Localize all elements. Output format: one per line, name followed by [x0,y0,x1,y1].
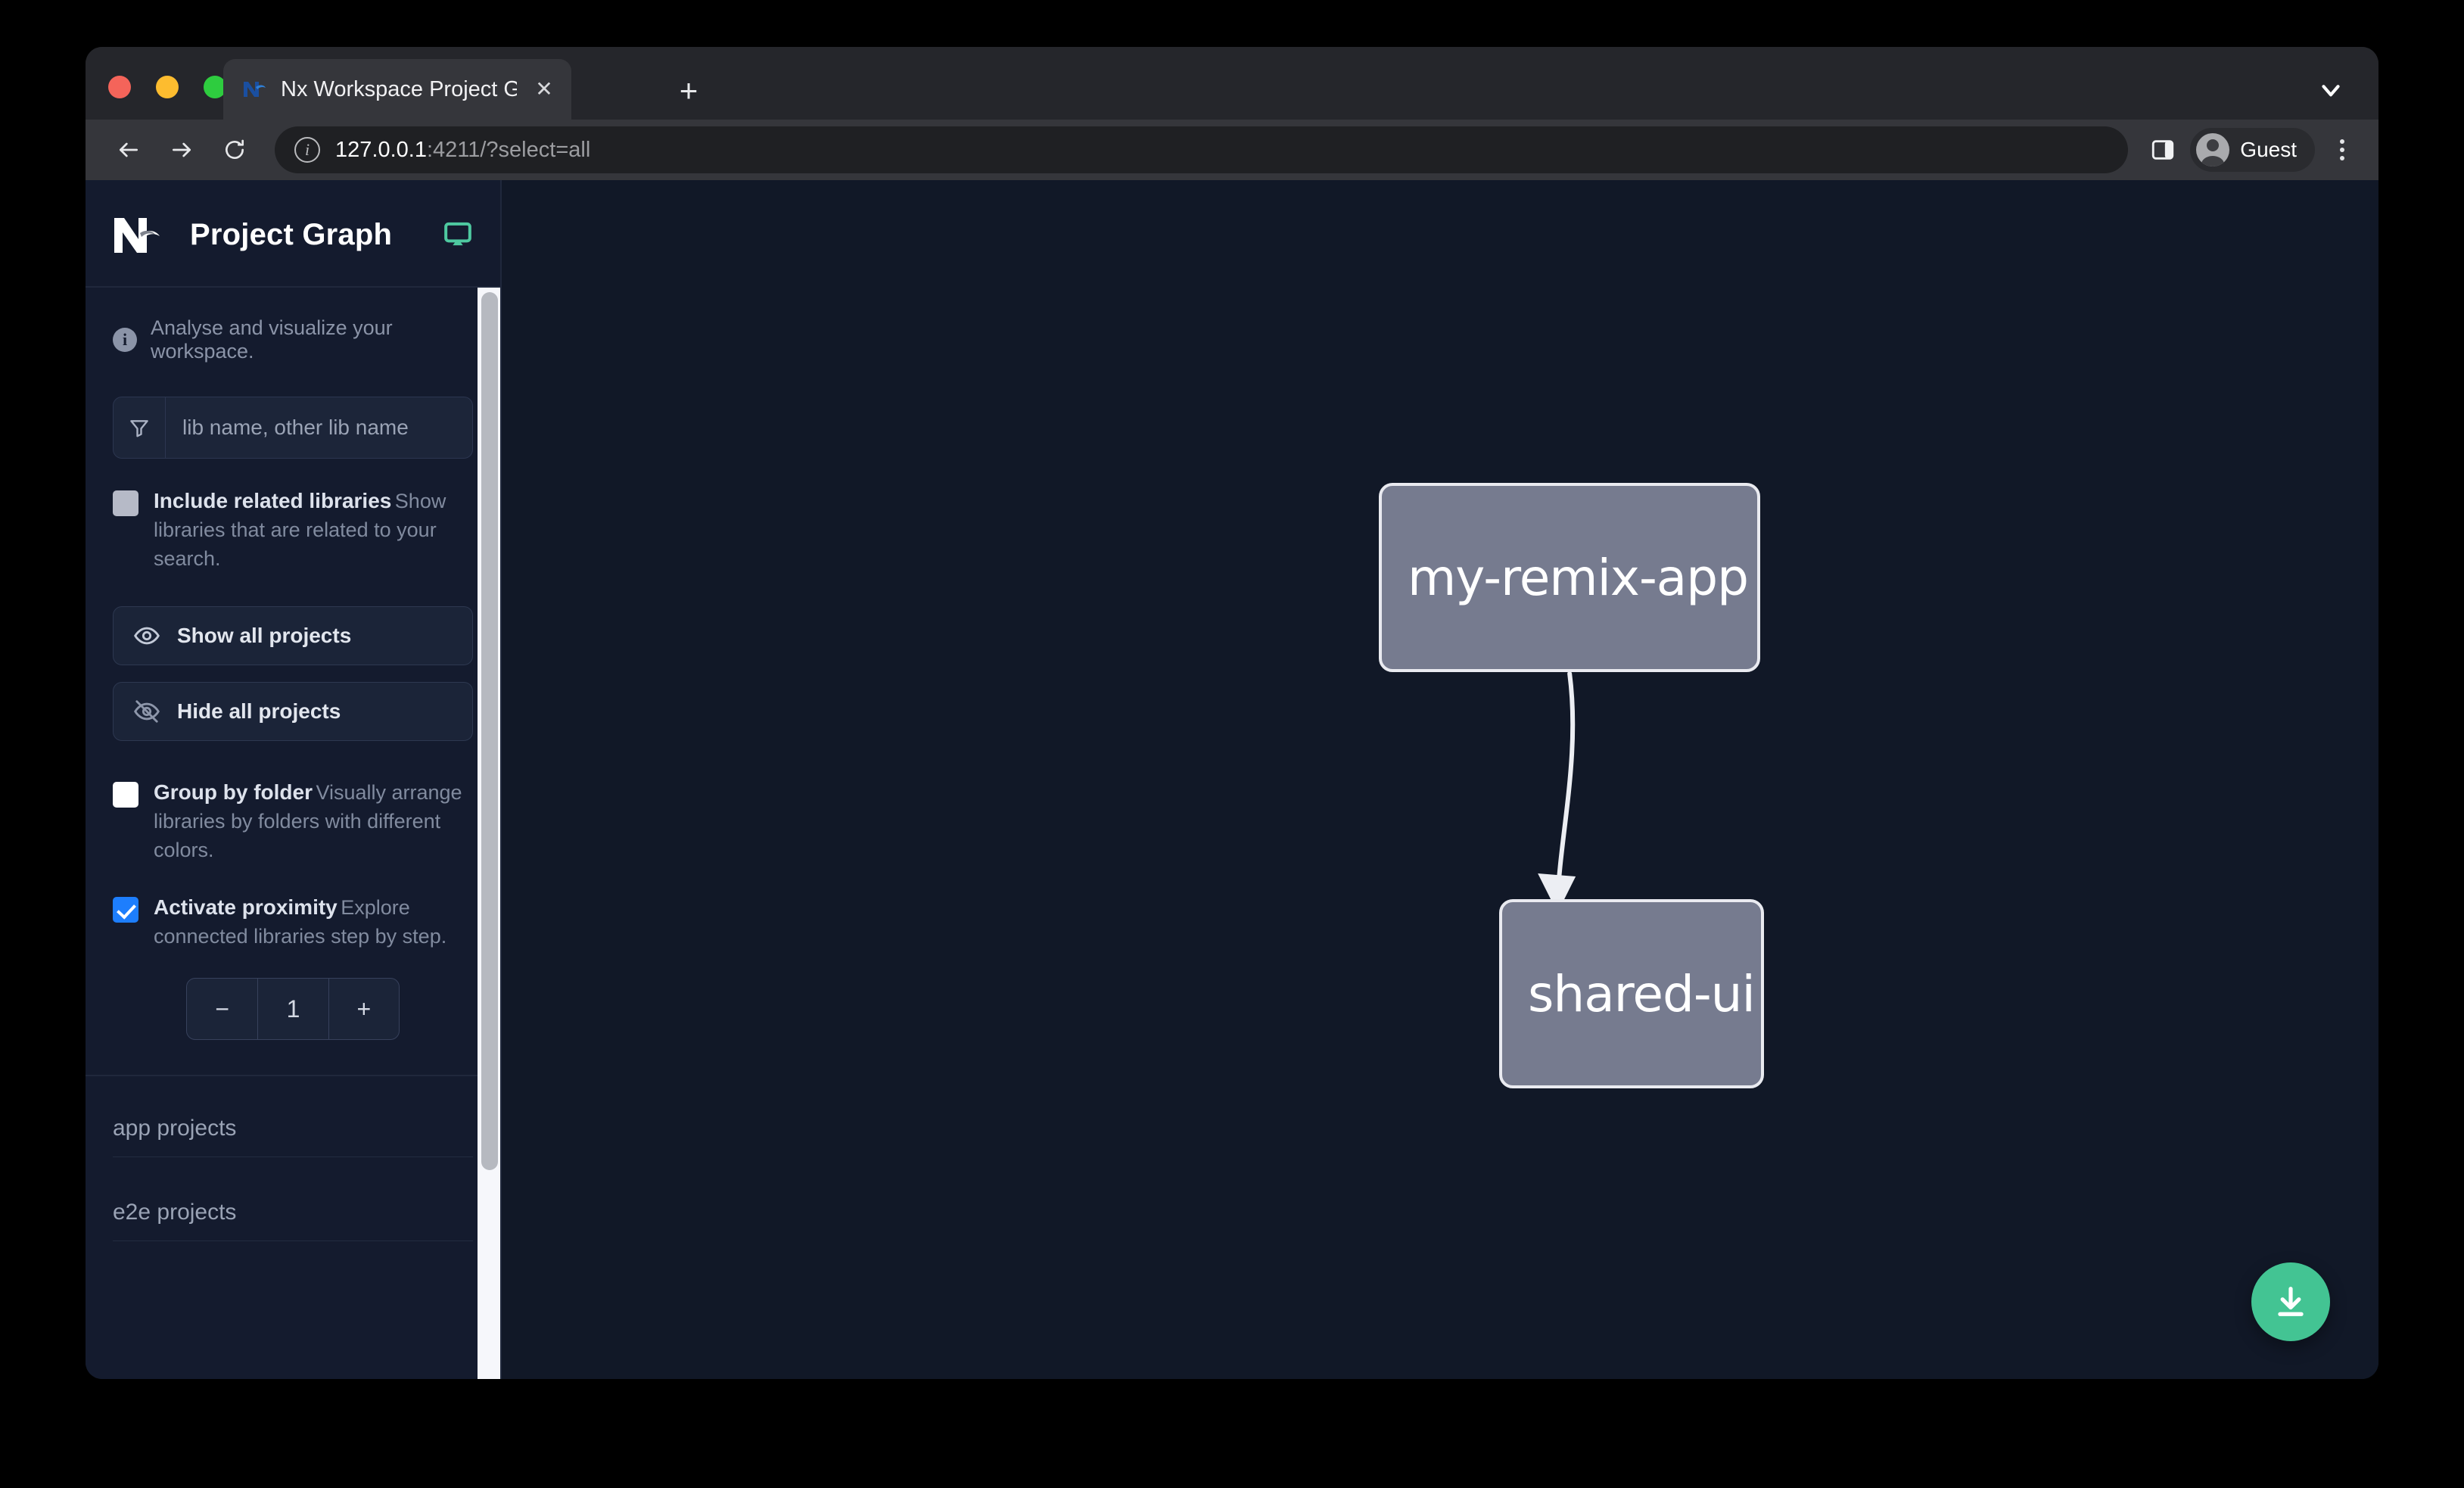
monitor-icon[interactable] [443,219,473,250]
download-icon [2278,1287,2304,1316]
option-label: Include related libraries [154,489,392,512]
group-by-folder-checkbox[interactable] [113,782,138,808]
reload-button[interactable] [211,126,258,173]
proximity-decrement-button[interactable]: − [215,995,229,1023]
proximity-increment-button[interactable]: + [328,979,399,1040]
option-activate-proximity[interactable]: Activate proximity Explore connected lib… [86,894,500,951]
url-path: :4211/?select=all [426,137,591,162]
hide-all-projects-label: Hide all projects [177,699,341,724]
graph-node-label: shared-ui [1528,964,1756,1023]
profile-label: Guest [2240,138,2297,161]
app-body: Project Graph i Analyse and visualize yo… [86,180,2378,1379]
sidebar-scroll-area: i Analyse and visualize your workspace. … [86,288,500,1379]
activate-proximity-checkbox[interactable] [113,896,138,923]
download-graph-button[interactable] [2251,1262,2330,1341]
nx-logo-icon [113,213,167,256]
browser-tab[interactable]: Nx Workspace Project Graph ✕ [223,59,571,120]
url-host: 127.0.0.1 [335,137,427,162]
search-field[interactable] [113,397,473,459]
sidebar-divider [86,1075,500,1077]
info-icon: i [113,328,137,352]
filter-funnel-icon [114,397,166,458]
proximity-value: 1 [257,979,328,1040]
search-input[interactable] [166,416,472,440]
browser-tab-strip: Nx Workspace Project Graph ✕ + [86,47,2378,120]
project-graph-canvas[interactable]: my-remix-app shared-ui [502,180,2378,1379]
section-header-app-projects[interactable]: app projects [113,1076,473,1158]
option-label: Activate proximity [154,895,338,919]
chevron-down-icon[interactable] [2316,76,2345,104]
site-info-icon[interactable]: i [294,137,320,163]
back-button[interactable] [105,126,152,173]
browser-tab-title: Nx Workspace Project Graph [281,76,517,101]
sidebar-header: Project Graph [86,180,500,288]
side-panel-icon[interactable] [2143,130,2182,170]
browser-menu-button[interactable] [2326,130,2359,170]
option-description: Visually arrange libraries by folders wi… [154,781,462,861]
proximity-stepper: − 1 + [186,978,400,1041]
option-description: Explore connected libraries step by step… [154,895,447,948]
option-description: Show libraries that are related to your … [154,490,446,570]
graph-node-label: my-remix-app [1408,548,1749,607]
minimize-window-button[interactable] [156,76,179,98]
close-window-button[interactable] [108,76,131,98]
zoom-window-button[interactable] [204,76,226,98]
eye-icon [134,627,160,645]
option-include-related-libraries[interactable]: Include related libraries Show libraries… [86,487,500,573]
show-all-projects-label: Show all projects [177,624,352,648]
eye-slash-icon [134,700,160,724]
graph-edges [1538,671,1576,913]
avatar [2196,133,2230,167]
browser-toolbar: i 127.0.0.1:4211/?select=all Guest [86,120,2378,180]
option-label: Group by folder [154,780,313,805]
address-bar[interactable]: i 127.0.0.1:4211/?select=all [275,126,2129,173]
section-header-e2e-projects[interactable]: e2e projects [113,1157,473,1242]
include-related-libraries-checkbox[interactable] [113,490,138,516]
edge-my-remix-app-to-shared-ui [1555,671,1576,903]
sidebar: Project Graph i Analyse and visualize yo… [86,180,502,1379]
sidebar-note: i Analyse and visualize your workspace. [86,288,500,363]
hide-all-projects-button[interactable]: Hide all projects [113,682,473,742]
window-traffic-lights [108,76,226,98]
edge-arrowhead [1538,873,1576,913]
forward-button[interactable] [158,126,205,173]
page-title: Project Graph [190,217,393,251]
option-group-by-folder[interactable]: Group by folder Visually arrange librari… [86,779,500,864]
browser-window: Nx Workspace Project Graph ✕ + [86,47,2378,1379]
new-tab-button[interactable]: + [679,73,698,108]
show-all-projects-button[interactable]: Show all projects [113,606,473,666]
graph-node-my-remix-app[interactable]: my-remix-app [1379,483,1760,672]
sidebar-note-text: Analyse and visualize your workspace. [151,316,393,363]
close-tab-button[interactable]: ✕ [535,77,553,101]
nx-favicon-icon [241,76,267,102]
profile-chip[interactable]: Guest [2190,128,2315,172]
graph-node-shared-ui[interactable]: shared-ui [1499,899,1764,1088]
sidebar-scrollbar[interactable] [478,288,500,1379]
sidebar-scrollbar-thumb[interactable] [481,292,498,1170]
